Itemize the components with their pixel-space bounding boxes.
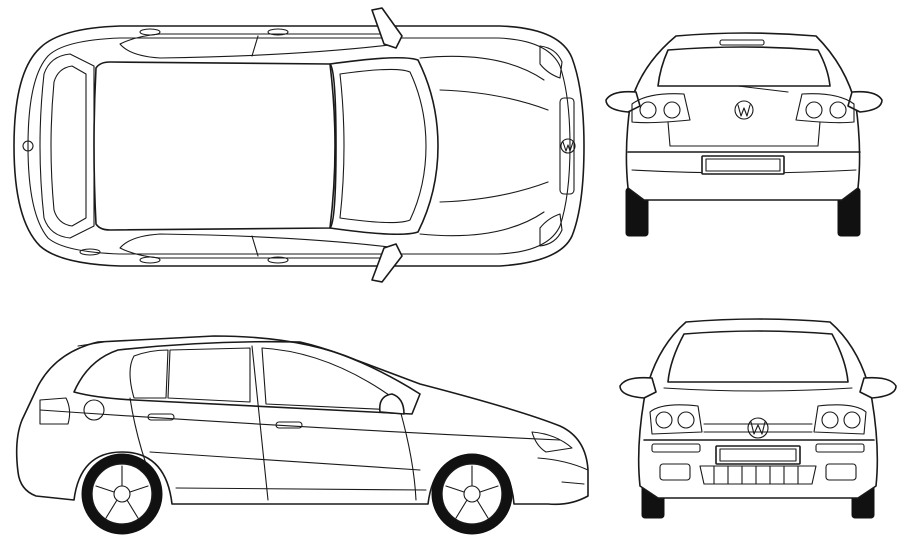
top-view-bonnet-line-lower <box>419 211 545 237</box>
vw-logo-icon <box>734 100 754 120</box>
top-view-handle <box>139 28 161 36</box>
side-view-door-handle <box>147 413 175 421</box>
top-view-detail <box>79 248 101 256</box>
rear-view-taillight-left <box>631 93 691 124</box>
top-view-rear-window-inner <box>50 65 87 227</box>
top-view-headlight-upper <box>539 45 563 79</box>
rear-view-lamp <box>805 101 823 119</box>
front-view-fog-lamp-right <box>825 463 857 481</box>
top-view-handle <box>267 256 289 264</box>
side-view-mirror <box>378 393 405 415</box>
front-view-lower-grille <box>699 465 817 485</box>
front-view-license-plate-inner <box>719 448 797 462</box>
front-view-lamp <box>677 411 695 429</box>
front-view <box>619 318 897 519</box>
top-view-handle <box>139 256 161 264</box>
top-view-side-windows-upper <box>119 33 399 59</box>
front-view-lower-grille-slats <box>713 465 799 485</box>
vw-logo-icon-mark <box>737 104 751 117</box>
side-view <box>15 335 589 535</box>
side-view-front-bumper <box>537 457 589 471</box>
rear-view-lamp <box>639 101 657 119</box>
front-view-upper-grille <box>703 423 813 433</box>
top-view-headlight-lower <box>539 213 563 247</box>
rear-view-body-outline <box>625 32 861 201</box>
side-view-b-pillar <box>251 345 269 501</box>
side-view-door-handle <box>275 421 303 429</box>
rear-view-window <box>657 46 831 87</box>
top-view-window-divider-lower <box>251 235 259 257</box>
top-view-roof <box>93 61 337 231</box>
front-view-license-plate <box>715 445 801 465</box>
vw-logo-icon-mark <box>562 141 574 152</box>
vw-logo-icon-mark <box>750 421 766 435</box>
top-view-mirror-lower <box>371 243 403 283</box>
top-view <box>13 7 585 283</box>
top-view-bonnet-crease-upper <box>439 89 549 111</box>
top-view-front-grille <box>559 97 575 195</box>
side-view-spoiler <box>77 341 105 347</box>
front-view-lamp <box>843 411 861 429</box>
top-view-rear-window <box>39 53 95 239</box>
side-view-shoulder-line <box>39 409 561 441</box>
side-view-headlight <box>531 431 573 453</box>
side-view-greenhouse <box>73 340 421 415</box>
front-view-indicator-left <box>651 443 701 453</box>
side-view-front-door-line <box>399 409 417 501</box>
front-view-indicator-right <box>815 443 865 453</box>
front-view-headlight-left <box>649 404 703 435</box>
front-view-cowl <box>663 387 853 392</box>
top-view-bonnet-crease-lower <box>439 181 549 203</box>
side-view-sill-line <box>175 487 427 491</box>
rear-view-tailgate-line <box>667 121 821 147</box>
vw-logo-icon <box>747 417 769 439</box>
vw-logo-icon <box>22 140 34 152</box>
rear-view-spoiler-light <box>719 39 765 46</box>
top-view-windshield <box>329 56 439 236</box>
top-view-windshield-inner <box>339 68 427 224</box>
side-view-fog-slot <box>561 481 585 485</box>
top-view-bonnet-line-upper <box>419 55 545 81</box>
front-view-headlight-right <box>813 404 867 435</box>
rear-view-license-plate <box>701 155 785 175</box>
vw-logo-icon <box>560 138 576 154</box>
front-view-mirror-right <box>859 376 897 399</box>
side-view-body-outline <box>15 335 589 506</box>
front-view-windshield <box>667 330 849 383</box>
side-view-front-wheel <box>431 453 513 535</box>
rear-view-lamp <box>663 101 681 119</box>
side-view-rear-door-window <box>167 347 251 403</box>
front-view-lamp <box>655 411 673 429</box>
top-view-inner-outline <box>27 37 571 255</box>
rear-view <box>605 32 883 237</box>
top-view-mirror-upper <box>371 7 403 49</box>
side-view-fuel-cap <box>83 399 105 421</box>
rear-view-lamp <box>829 101 847 119</box>
front-view-body-outline <box>637 318 879 499</box>
top-view-handle <box>267 28 289 36</box>
side-view-rear-wheel <box>81 453 163 535</box>
rear-view-license-plate-inner <box>705 158 781 172</box>
top-view-side-windows-lower <box>119 233 399 259</box>
side-view-rear-quarter-window <box>129 349 169 399</box>
top-view-window-divider-upper <box>251 35 259 57</box>
rear-view-wiper <box>737 85 789 93</box>
front-view-fog-lamp-left <box>659 463 691 481</box>
side-view-rub-strip <box>149 451 421 471</box>
top-view-body-outline <box>13 25 585 267</box>
rear-view-taillight-right <box>795 93 855 124</box>
side-view-taillight <box>39 397 71 425</box>
front-view-lamp <box>821 411 839 429</box>
rear-view-mirror-right <box>847 90 883 113</box>
front-view-mirror-left <box>619 376 657 399</box>
